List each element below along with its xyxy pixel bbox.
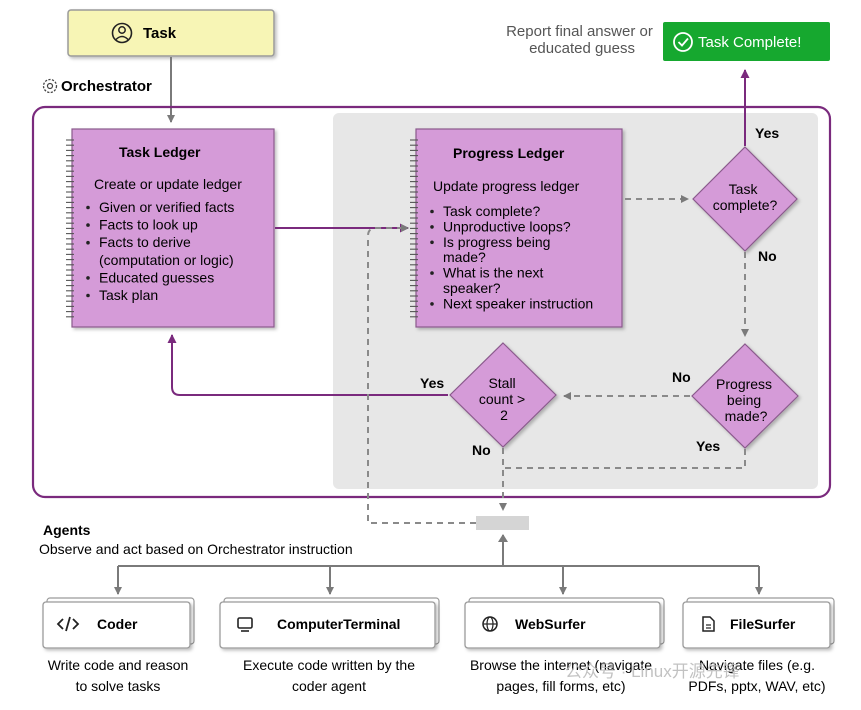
label-no-stall: No bbox=[472, 442, 491, 458]
orchestrator-label: Orchestrator bbox=[61, 78, 152, 95]
ledger-item: (computation or logic) bbox=[99, 252, 234, 268]
bullet bbox=[430, 302, 434, 306]
bullet bbox=[86, 240, 90, 245]
junction-node bbox=[476, 516, 529, 530]
label-yes-progress: Yes bbox=[696, 438, 720, 454]
agent-desc: to solve tasks bbox=[76, 678, 161, 694]
progress-ledger-title: Progress Ledger bbox=[453, 145, 565, 161]
bullet bbox=[86, 276, 90, 280]
task-ledger-title: Task Ledger bbox=[119, 144, 201, 160]
bullet bbox=[86, 223, 90, 227]
decision-text: 2 bbox=[500, 407, 508, 423]
ledger-item: Facts to look up bbox=[99, 217, 198, 233]
watermark: 公众号 · Linux开源先锋 bbox=[565, 662, 740, 681]
label-yes-stall: Yes bbox=[420, 375, 444, 391]
agent-name: Coder bbox=[97, 616, 138, 632]
decision-text: Task bbox=[729, 181, 759, 197]
ledger-item: Next speaker instruction bbox=[443, 295, 593, 311]
bullet bbox=[430, 271, 434, 275]
svg-text:Stall count > 2: Stall count > 2 bbox=[479, 375, 529, 423]
svg-text:Progress being mad: Progress being made? bbox=[716, 376, 776, 424]
check-circle-icon bbox=[673, 32, 693, 52]
agent-name: WebSurfer bbox=[515, 616, 586, 632]
ledger-item: made? bbox=[443, 249, 486, 265]
agent-desc: pages, fill forms, etc) bbox=[496, 678, 625, 694]
monitor-icon bbox=[237, 617, 253, 632]
agent-desc: Browse the internet (navigate bbox=[470, 657, 652, 673]
decision-text: count > bbox=[479, 391, 525, 407]
decision-stall-count: Stall count > 2 bbox=[449, 342, 557, 448]
agents-title: Agents bbox=[43, 522, 91, 538]
agent-desc: PDFs, pptx, WAV, etc) bbox=[688, 678, 825, 694]
label-no-progress: No bbox=[672, 369, 691, 385]
ledger-item: Educated guesses bbox=[99, 269, 214, 285]
svg-text:Task complete?: Task complete? bbox=[713, 181, 778, 213]
task-ledger: Task Ledger Create or update ledger Give… bbox=[66, 128, 275, 328]
agent-desc: Execute code written by the bbox=[243, 657, 415, 673]
ledger-item: Unproductive loops? bbox=[443, 218, 571, 234]
progress-ledger: Progress Ledger Update progress ledger T… bbox=[410, 128, 623, 328]
task-ledger-subtitle: Create or update ledger bbox=[94, 176, 242, 192]
ledger-item: What is the next bbox=[443, 265, 543, 281]
bullet bbox=[86, 293, 90, 298]
bullet bbox=[430, 225, 434, 229]
spiral-binding bbox=[66, 139, 74, 318]
label-no-complete: No bbox=[758, 248, 777, 264]
decision-text: made? bbox=[725, 408, 768, 424]
decision-text: Stall bbox=[488, 375, 515, 391]
bullet bbox=[430, 240, 434, 245]
arrow-progress-yes bbox=[505, 449, 746, 469]
decision-text: complete? bbox=[713, 197, 778, 213]
orchestrator-label-group: Orchestrator bbox=[42, 78, 152, 95]
agent-distribution-arrows bbox=[114, 534, 763, 595]
decision-task-complete: Task complete? bbox=[692, 146, 798, 252]
orchestrator-container bbox=[31, 105, 832, 499]
progress-ledger-subtitle: Update progress ledger bbox=[433, 178, 580, 194]
ledger-item: Given or verified facts bbox=[99, 199, 234, 215]
arrow-agents-to-progress bbox=[367, 224, 476, 524]
decision-text: Progress bbox=[716, 376, 772, 392]
final-note-line1: Report final answer or bbox=[506, 23, 653, 40]
agent-desc: coder agent bbox=[292, 678, 366, 694]
person-circle-icon bbox=[111, 22, 133, 44]
agent-desc: Write code and reason bbox=[48, 657, 189, 673]
task-label: Task bbox=[143, 25, 177, 42]
spiral-binding bbox=[410, 139, 418, 318]
agents-subtitle: Observe and act based on Orchestrator in… bbox=[39, 541, 353, 557]
bullet bbox=[430, 209, 434, 214]
code-icon bbox=[56, 616, 80, 632]
ledger-item: speaker? bbox=[443, 280, 501, 296]
task-complete-badge: Task Complete! bbox=[663, 22, 830, 61]
task-node: Task bbox=[67, 9, 275, 57]
decision-progress-made: Progress being made? bbox=[691, 343, 799, 449]
ledger-item: Is progress being bbox=[443, 234, 550, 250]
final-note-line2: educated guess bbox=[529, 40, 635, 57]
agent-name: FileSurfer bbox=[730, 616, 796, 632]
arrow-stall-yes bbox=[167, 334, 448, 396]
bullet bbox=[86, 205, 90, 210]
agent-name: ComputerTerminal bbox=[277, 616, 400, 632]
decision-text: being bbox=[727, 392, 761, 408]
task-complete-label: Task Complete! bbox=[698, 34, 801, 51]
ledger-item: Facts to derive bbox=[99, 234, 191, 250]
ledger-item: Task plan bbox=[99, 287, 158, 303]
gear-icon bbox=[42, 78, 58, 94]
final-note: Report final answer or educated guess bbox=[506, 23, 657, 57]
file-icon bbox=[702, 616, 715, 632]
ledger-item: Task complete? bbox=[443, 203, 540, 219]
globe-icon bbox=[482, 616, 498, 632]
progress-ledger-items: Task complete?Unproductive loops?Is prog… bbox=[430, 203, 593, 311]
agent-desc: Navigate files (e.g. bbox=[699, 657, 815, 673]
label-yes-complete: Yes bbox=[755, 125, 779, 141]
